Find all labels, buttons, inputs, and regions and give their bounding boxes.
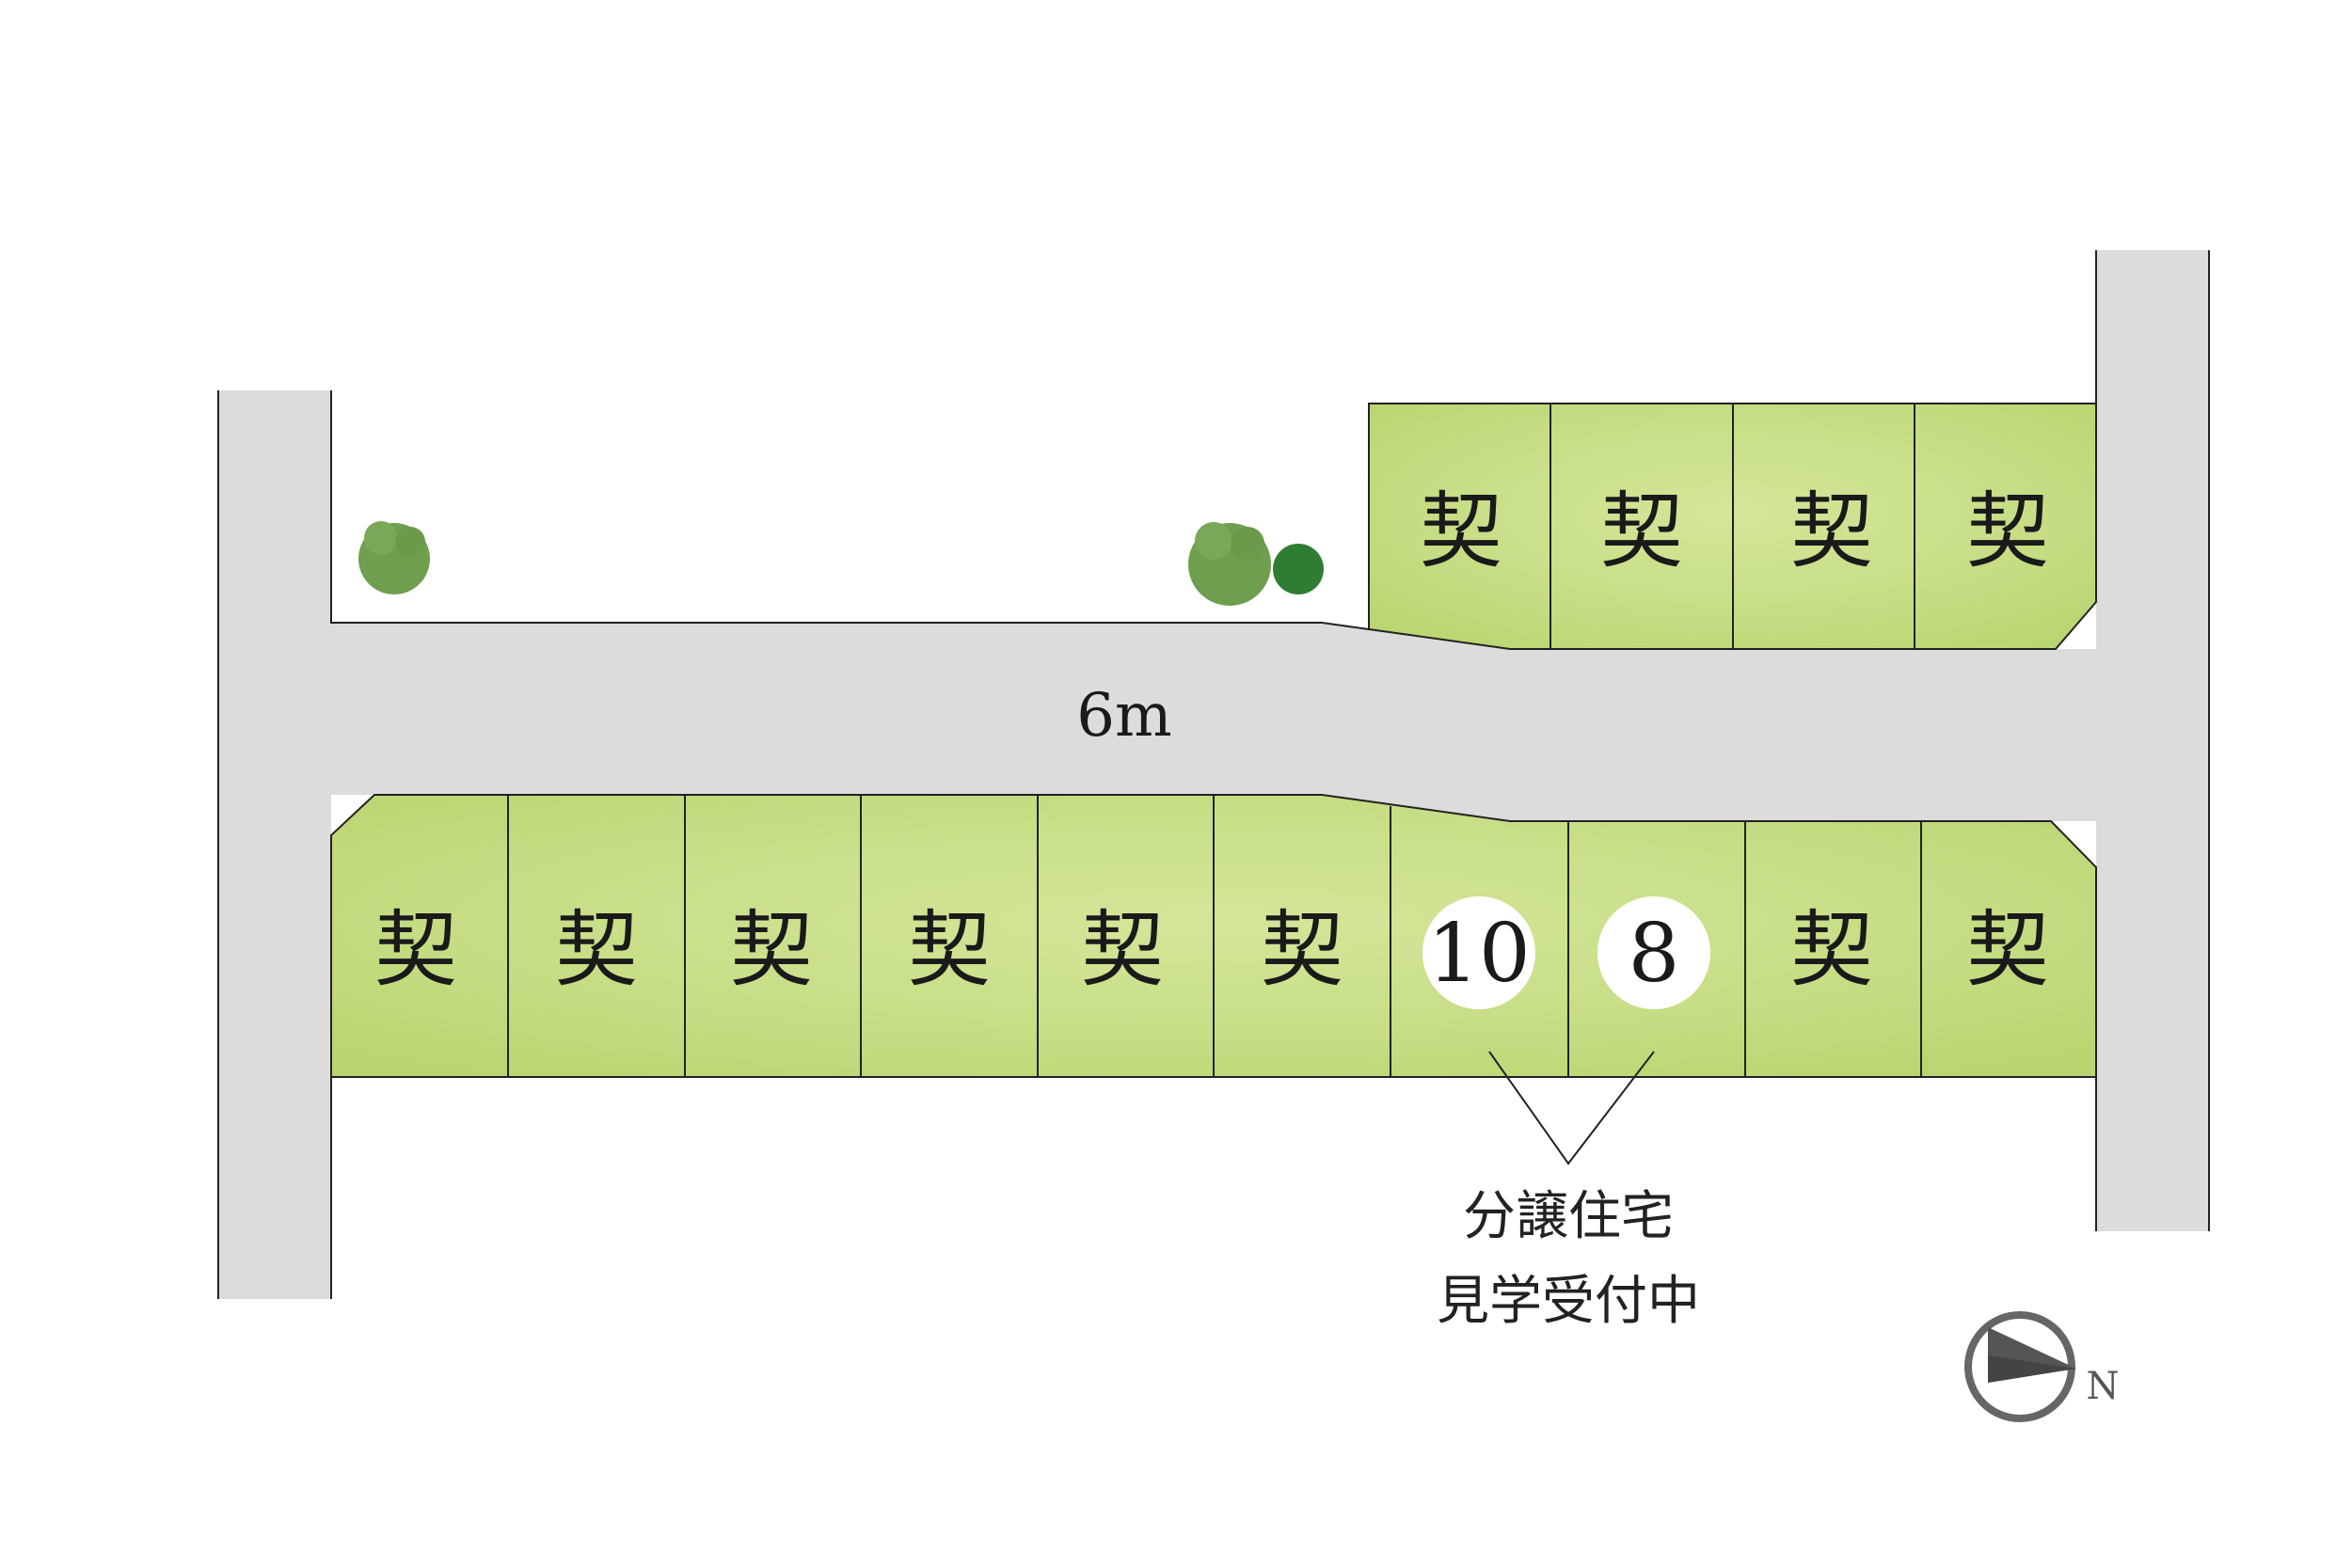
south-lot-row: 契 契 契 契 契 契 10 8 契 契 [330, 794, 2097, 1078]
compass-arrow-shade-icon [1988, 1355, 2076, 1383]
road-main-6m [331, 623, 2096, 821]
road-east-vertical [2096, 250, 2209, 1231]
lot-s1-sold-mark[interactable]: 契 [374, 901, 457, 998]
tree-icon [1273, 544, 1324, 594]
lot-n4-sold-mark[interactable]: 契 [1966, 483, 2049, 579]
compass: N [1964, 1311, 2120, 1422]
lot-s6-sold-mark[interactable]: 契 [1261, 901, 1343, 998]
lot-s5-sold-mark[interactable]: 契 [1081, 901, 1164, 998]
callout-pointer [1488, 1051, 1655, 1165]
lot-n3-sold-mark[interactable]: 契 [1790, 483, 1873, 579]
lot-8-badge [1597, 896, 1710, 1009]
callout-line2: 見学受付中 [1437, 1271, 1700, 1332]
lot-10[interactable]: 10 [1422, 896, 1535, 1009]
lot-10-number: 10 [1427, 907, 1530, 1001]
road-width-label: 6m [1076, 681, 1171, 751]
road-network [217, 250, 2210, 1299]
lot-s9-sold-mark[interactable]: 契 [1790, 901, 1873, 998]
callout-line1: 分譲住宅 [1463, 1186, 1674, 1247]
lot-8-number: 8 [1629, 907, 1680, 1001]
lot-s2-sold-mark[interactable]: 契 [555, 901, 638, 998]
lot-8[interactable]: 8 [1597, 896, 1710, 1009]
road-west-vertical [218, 390, 331, 1299]
tree-icon [358, 521, 430, 594]
lot-n2-sold-mark[interactable]: 契 [1600, 483, 1683, 579]
compass-north-label: N [2087, 1365, 2120, 1408]
callout-text: 分譲住宅 見学受付中 [1437, 1186, 1700, 1332]
lot-s4-sold-mark[interactable]: 契 [908, 901, 991, 998]
north-lot-row: 契 契 契 契 [1368, 403, 2097, 650]
lot-n1-sold-mark[interactable]: 契 [1420, 483, 1502, 579]
tree-icon [1188, 522, 1271, 606]
lot-10-badge [1422, 896, 1535, 1009]
lot-s10-sold-mark[interactable]: 契 [1966, 901, 2049, 998]
lot-s3-sold-mark[interactable]: 契 [730, 901, 813, 998]
trees [358, 521, 1324, 606]
